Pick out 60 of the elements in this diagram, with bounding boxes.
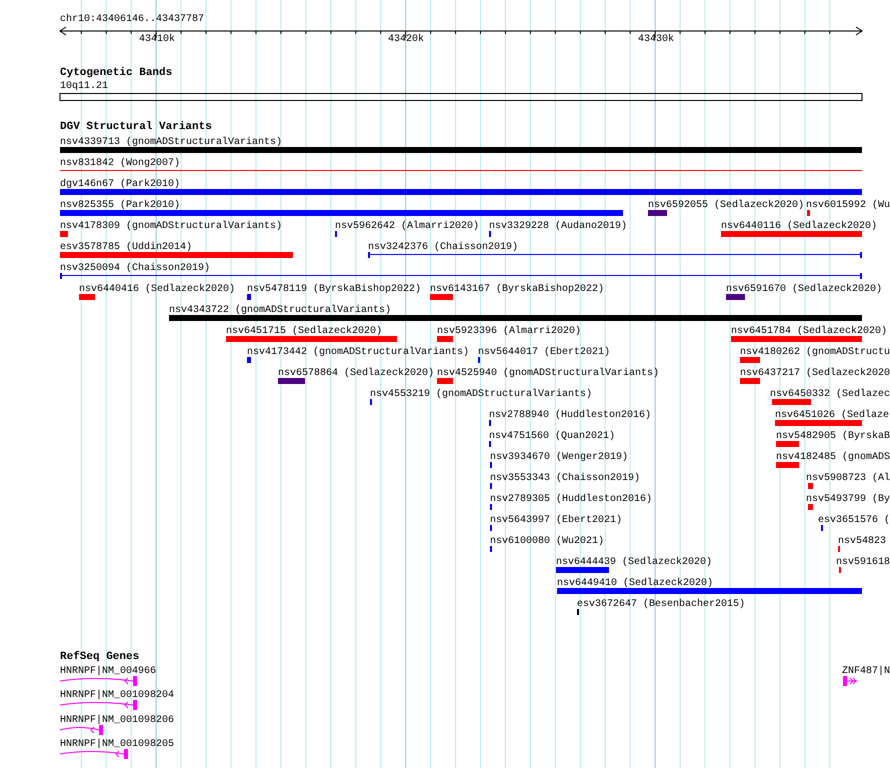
variant-label: nsv6451026 (Sedlaze <box>775 410 890 421</box>
variant-label: nsv4339713 (gnomADStructuralVariants) <box>60 137 282 148</box>
variant-label: nsv4751560 (Quan2021) <box>489 431 616 442</box>
variant-label: nsv6592055 (Sedlazeck2020) <box>648 200 804 211</box>
variant-label: nsv3242376 (Chaisson2019) <box>368 242 518 253</box>
variant-label: nsv6440116 (Sedlazeck2020) <box>721 221 878 232</box>
gene-label: HNRNPF|NM_001098205 <box>60 739 174 750</box>
variant-label: nsv2789305 (Huddleston2016) <box>490 494 652 505</box>
variant-label: nsv4525940 (gnomADStructuralVariants) <box>437 368 660 379</box>
variant-label: nsv4553219 (gnomADStructuralVariants) <box>370 389 592 400</box>
variant-label: nsv5478119 (ByrskaBishop2022) <box>247 284 422 295</box>
variant-label: nsv5644017 (Ebert2021) <box>478 347 610 358</box>
variant-label: nsv5962642 (Almarri2020) <box>335 221 480 232</box>
variant-label: nsv6100080 (Wu2021) <box>490 536 604 547</box>
variant-label: nsv5493799 (By <box>806 494 890 505</box>
variant-label: nsv5908723 (Al <box>806 473 890 484</box>
locus-label: chr10:43406146..43437787 <box>60 14 204 26</box>
scale-label: 43430k <box>638 34 674 46</box>
track-heading: Cytogenetic Bands <box>60 67 172 79</box>
variant-label: dgv146n67 (Park2010) <box>60 179 180 190</box>
variant-label: nsv4182485 (gnomADS <box>776 452 890 463</box>
variant-label: nsv6449410 (Sedlazeck2020) <box>557 578 714 589</box>
variant-label: nsv2788940 (Huddleston2016) <box>489 410 652 421</box>
scale-label: 43410k <box>139 34 176 46</box>
scale-label: 43420k <box>388 34 424 46</box>
variant-label: nsv6578864 (Sedlazeck2020) <box>278 368 434 379</box>
variant-label: esv3578785 (Uddin2014) <box>60 242 192 253</box>
variant-label: nsv4343722 (gnomADStructuralVariants) <box>169 305 392 316</box>
variant-label: nsv5923396 (Almarri2020) <box>437 326 582 337</box>
variant-label: esv3651576 ( <box>818 515 890 526</box>
variant-label: nsv4180262 (gnomADStructu <box>740 347 890 358</box>
track-heading: DGV Structural Variants <box>60 121 212 133</box>
variant-label: nsv3329228 (Audano2019) <box>489 221 628 232</box>
gene-label: HNRNPF|NM_004966 <box>60 666 156 677</box>
variant-label: nsv825355 (Park2010) <box>60 200 180 211</box>
variant-label: nsv4173442 (gnomADStructuralVariants) <box>247 347 470 358</box>
variant-label: nsv5643997 (Ebert2021) <box>490 515 622 526</box>
variant-label: nsv5482905 (ByrskaB <box>776 431 890 442</box>
variant-label: nsv6451784 (Sedlazeck2020) <box>731 326 888 337</box>
variant-label: esv3672647 (Besenbacher2015) <box>577 599 746 610</box>
variant-label: nsv6451715 (Sedlazeck2020) <box>226 326 382 337</box>
variant-label: nsv831842 (Wong2007) <box>60 158 180 169</box>
variant-label: nsv3250094 (Chaisson2019) <box>60 263 210 274</box>
variant-label: nsv4178309 (gnomADStructuralVariants) <box>60 221 282 232</box>
variant-label: nsv6444439 (Sedlazeck2020) <box>556 557 712 568</box>
gene-label: HNRNPF|NM_001098204 <box>60 690 174 701</box>
band-label: 10q11.21 <box>60 81 108 92</box>
variant-label: nsv6591670 (Sedlazeck2020) <box>726 284 882 295</box>
variant-label: nsv3934670 (Wenger2019) <box>490 452 628 463</box>
variant-label: nsv591618 <box>836 557 890 568</box>
variant-label: nsv54823 <box>838 536 886 547</box>
variant-label: nsv6015992 (Wu <box>806 200 890 211</box>
gene-label: HNRNPF|NM_001098206 <box>60 715 174 726</box>
variant-label: nsv6143167 (ByrskaBishop2022) <box>430 284 604 295</box>
variant-label: nsv6450332 (Sedlazec <box>770 389 890 400</box>
gene-label: ZNF487|N <box>842 666 890 677</box>
variant-label: nsv3553343 (Chaisson2019) <box>490 473 640 484</box>
variant-label: nsv6437217 (Sedlazeck2020 <box>740 368 890 379</box>
variant-label: nsv6440416 (Sedlazeck2020) <box>79 284 236 295</box>
track-heading: RefSeq Genes <box>60 651 140 663</box>
